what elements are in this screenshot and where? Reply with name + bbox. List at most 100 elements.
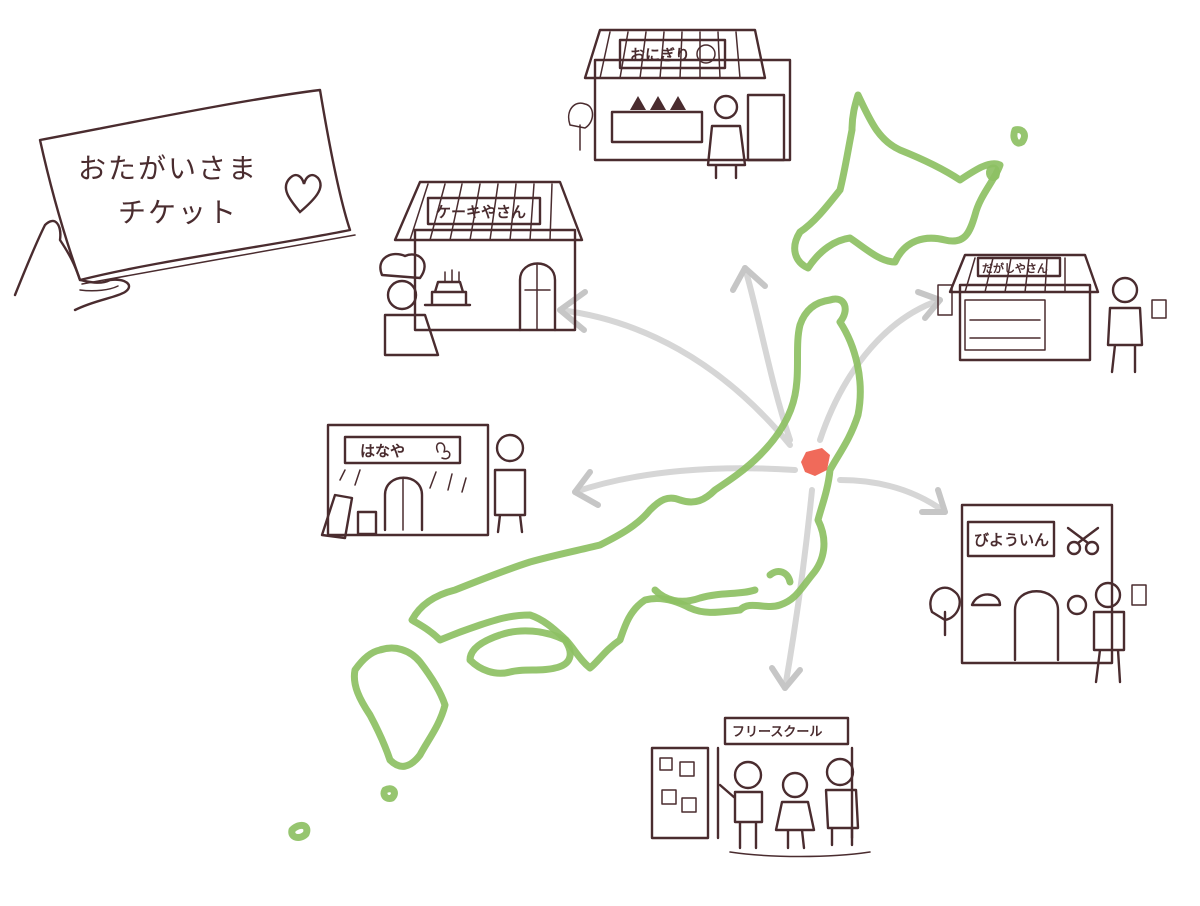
hanaya-hanging-plants bbox=[339, 469, 467, 493]
map-coast-detail-2 bbox=[766, 568, 794, 586]
onigiri-sign: おにぎり bbox=[630, 46, 690, 64]
map-island-1 bbox=[1010, 126, 1028, 147]
biyouin-customer-ticket bbox=[1131, 584, 1147, 606]
shop-hanaya: はなや bbox=[320, 423, 527, 540]
ticket-line1: おたがいさま bbox=[78, 152, 258, 185]
chef-body bbox=[383, 313, 440, 357]
dagashi-jars bbox=[969, 319, 1041, 339]
child-1-head bbox=[733, 760, 763, 790]
onigiri-awning-stripes bbox=[599, 31, 741, 79]
ticket-card-edge bbox=[81, 234, 356, 285]
onigiri-shopkeeper-body bbox=[706, 124, 747, 180]
cake-door bbox=[518, 262, 557, 332]
onigiri-door bbox=[746, 93, 786, 162]
onigiri-building bbox=[593, 58, 792, 162]
child-3-head bbox=[825, 757, 855, 787]
dagashi-awning bbox=[948, 253, 1100, 294]
map-kyushu bbox=[350, 644, 449, 770]
shop-biyouin: びよういん bbox=[929, 503, 1147, 684]
hanaya-flower-sign-icon bbox=[435, 442, 451, 460]
map-hokkaido bbox=[791, 91, 1004, 272]
biyouin-customer-body bbox=[1092, 610, 1126, 684]
chef-hat bbox=[379, 252, 426, 280]
arrow-to-biyouin bbox=[837, 477, 948, 515]
arrowhead-dagashi bbox=[915, 289, 943, 321]
biyouin-window-right bbox=[1066, 594, 1088, 616]
onigiri-riceball-1 bbox=[630, 96, 646, 110]
shop-cake: ケーキやさん bbox=[379, 180, 584, 357]
map-island-okinawa bbox=[288, 821, 311, 841]
cake-candles bbox=[444, 269, 460, 283]
onigiri-riceball-2 bbox=[650, 96, 666, 110]
biyouin-sign: びよういん bbox=[974, 531, 1049, 549]
freeschool-ground-shadow bbox=[729, 851, 871, 858]
hand-finger bbox=[79, 285, 119, 292]
hanaya-sign: はなや bbox=[360, 442, 405, 460]
child-2-body bbox=[774, 800, 816, 850]
shop-dagashi: だがしやさん bbox=[937, 253, 1167, 374]
dagashi-building bbox=[958, 283, 1092, 362]
onigiri-tree bbox=[568, 102, 594, 151]
arrowhead-hanaya bbox=[572, 469, 601, 508]
arrow-to-cake bbox=[557, 307, 793, 448]
onigiri-awning bbox=[583, 28, 767, 80]
arrows bbox=[557, 265, 948, 691]
cake-door-panels bbox=[524, 264, 551, 331]
map-honshu bbox=[408, 295, 864, 672]
dagashi-keeper-head bbox=[1111, 276, 1139, 304]
dagashi-keeper-body bbox=[1106, 306, 1144, 374]
hanaya-board bbox=[320, 493, 354, 540]
freeschool-sign: フリースクール bbox=[732, 725, 822, 740]
freeschool-gate bbox=[716, 746, 854, 840]
map-shikoku bbox=[466, 627, 574, 677]
heart-icon bbox=[284, 173, 322, 214]
dagashi-shelf bbox=[964, 299, 1046, 351]
arrow-to-hanaya bbox=[572, 465, 798, 495]
dagashi-lantern bbox=[937, 284, 953, 316]
cake-building bbox=[413, 228, 577, 332]
freeschool-board bbox=[650, 746, 710, 840]
onigiri-sign-board bbox=[618, 38, 727, 70]
dagashi-sign-board bbox=[976, 256, 1062, 278]
onigiri-riceball-3 bbox=[670, 96, 686, 110]
hand bbox=[13, 219, 131, 312]
biyouin-door bbox=[1013, 590, 1060, 662]
chef-head bbox=[386, 279, 418, 311]
japan-map bbox=[288, 91, 1028, 841]
shop-onigiri: おにぎり bbox=[568, 28, 792, 180]
hanaya-sign-board bbox=[343, 435, 462, 465]
cake-roof bbox=[393, 180, 584, 242]
freeschool-notes bbox=[659, 757, 697, 813]
ticket: おたがいさま チケット bbox=[13, 88, 356, 312]
scissors-icon bbox=[1066, 526, 1100, 556]
hanaya-flowerpot bbox=[356, 510, 378, 536]
hanaya-keeper-head bbox=[495, 433, 525, 463]
dagashi-keeper-ticket bbox=[1151, 299, 1167, 319]
biyouin-window-left bbox=[970, 593, 1002, 607]
biyouin-customer-head bbox=[1094, 581, 1122, 609]
hanaya-keeper-body bbox=[493, 468, 527, 534]
biyouin-sign-board bbox=[966, 520, 1056, 558]
arrow-to-onigiri bbox=[742, 265, 793, 443]
onigiri-shopkeeper-head bbox=[713, 94, 739, 120]
arrowhead-biyouin bbox=[919, 487, 948, 515]
cake-tray bbox=[423, 280, 472, 307]
shop-freeschool: フリースクール bbox=[650, 716, 871, 858]
map-island-2 bbox=[986, 164, 1000, 181]
cake-sign-board bbox=[426, 196, 542, 226]
map-coast-detail bbox=[651, 586, 759, 605]
dagashi-sign: だがしやさん bbox=[982, 261, 1048, 275]
child-1-body bbox=[718, 783, 764, 850]
map-island-3 bbox=[380, 785, 398, 802]
arrow-to-dagashi bbox=[817, 297, 943, 443]
biyouin-tree bbox=[929, 586, 961, 637]
cake-roof-stripes bbox=[409, 183, 553, 241]
ticket-card bbox=[38, 88, 352, 282]
cake-sign: ケーキやさん bbox=[436, 203, 526, 221]
onigiri-counter bbox=[610, 110, 704, 144]
hanaya-building bbox=[326, 423, 490, 537]
arrowhead-freeschool bbox=[769, 665, 803, 691]
origin-marker bbox=[801, 448, 830, 476]
arrowhead-onigiri bbox=[730, 265, 768, 293]
